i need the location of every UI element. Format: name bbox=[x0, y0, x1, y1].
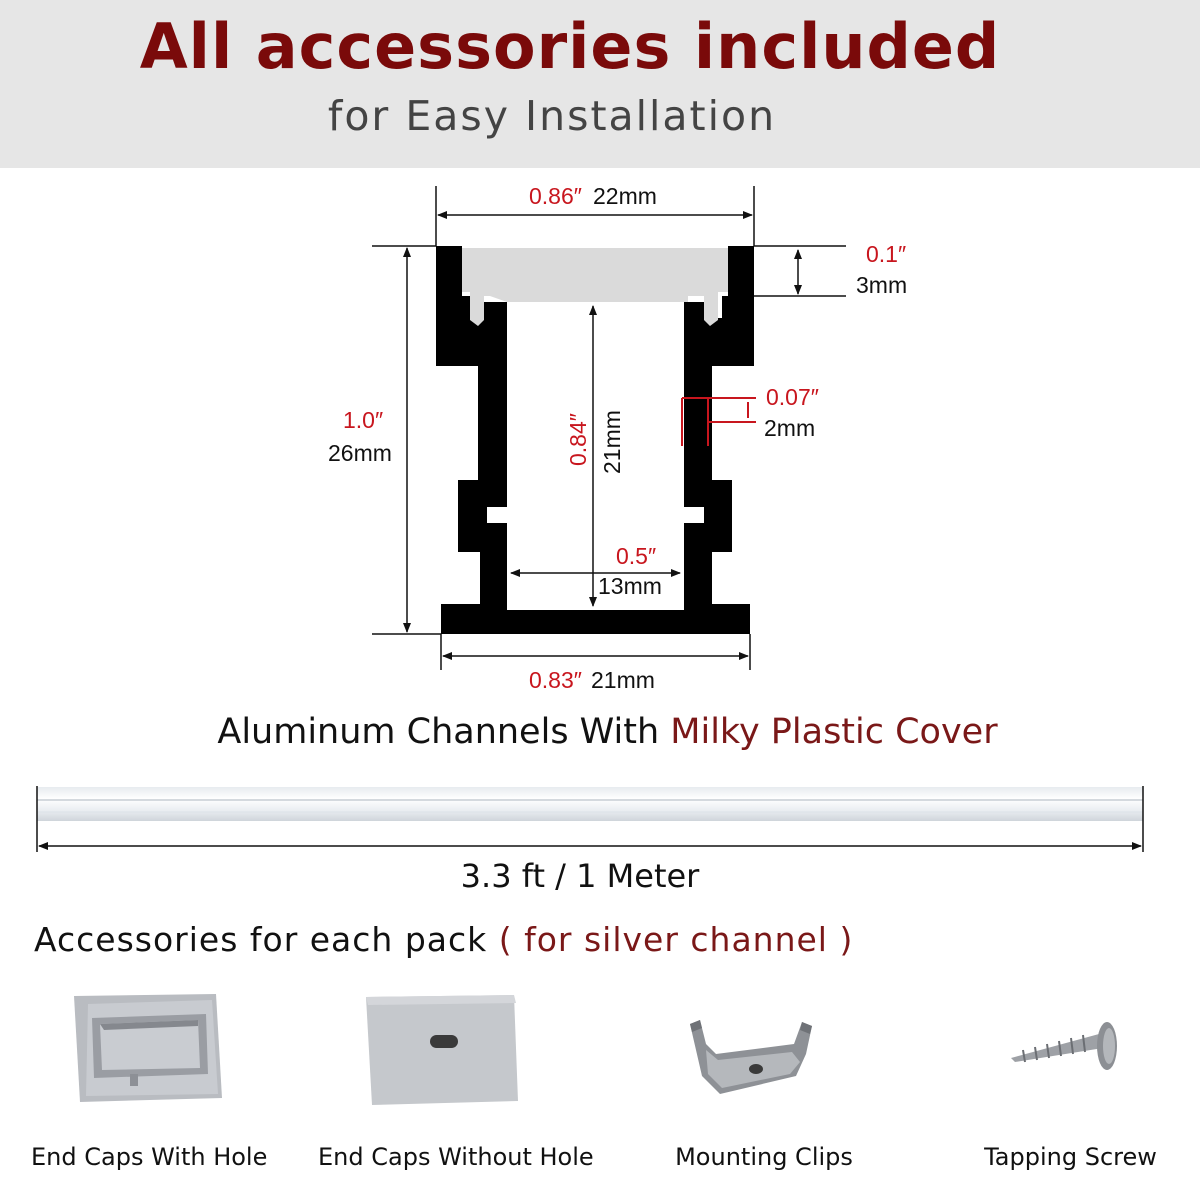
end-cap-with-hole-icon bbox=[74, 994, 222, 1102]
total-height-mm: 26mm bbox=[328, 440, 392, 466]
header-banner: All accessories included for Easy Instal… bbox=[0, 0, 1200, 168]
tapping-screw-icon bbox=[1011, 1022, 1117, 1070]
inner-width-inch: 0.5″ bbox=[616, 543, 656, 569]
accessory-label-4: Tapping Screw bbox=[984, 1143, 1157, 1171]
channel-bar-image bbox=[36, 786, 1144, 852]
milky-cover-shape bbox=[462, 248, 728, 326]
right-notch bbox=[684, 507, 704, 523]
accessory-label-3: Mounting Clips bbox=[675, 1143, 853, 1171]
inner-width-mm: 13mm bbox=[598, 573, 662, 599]
accessory-label-2: End Caps Without Hole bbox=[318, 1143, 594, 1171]
wall-thickness-mm: 2mm bbox=[764, 415, 815, 441]
page-subtitle: for Easy Installation bbox=[327, 92, 777, 140]
channel-caption-main: Aluminum Channels With bbox=[217, 712, 671, 752]
accessories-title-main: Accessories for each pack bbox=[34, 920, 499, 959]
extension-lines bbox=[372, 186, 846, 670]
channel-profile-shape bbox=[436, 246, 754, 634]
wall-thickness-marker bbox=[681, 397, 756, 446]
cover-thickness-mm: 3mm bbox=[856, 272, 907, 298]
top-width-inch: 0.86″ bbox=[529, 183, 582, 209]
end-cap-without-hole-icon bbox=[366, 995, 518, 1105]
accessories-title-accent: ( for silver channel ) bbox=[498, 920, 854, 959]
channel-caption: Aluminum Channels With Milky Plastic Cov… bbox=[0, 712, 1200, 752]
left-notch bbox=[487, 507, 507, 523]
page-title: All accessories included bbox=[139, 10, 1001, 83]
mounting-clip-icon bbox=[690, 1020, 812, 1094]
wall-thickness-inch: 0.07″ bbox=[766, 384, 819, 410]
channel-bar bbox=[37, 787, 1143, 821]
channel-length-label: 3.3 ft / 1 Meter bbox=[460, 857, 700, 895]
profile-diagram: 0.86″ 22mm 0.1″ 3mm 1.0″ 26mm 0.84″ 21mm… bbox=[328, 183, 907, 693]
accessory-label-1: End Caps With Hole bbox=[31, 1143, 268, 1171]
bottom-width-mm: 21mm bbox=[591, 667, 655, 693]
channel-caption-accent: Milky Plastic Cover bbox=[670, 712, 998, 752]
bottom-width-inch: 0.83″ bbox=[529, 667, 582, 693]
cover-thickness-inch: 0.1″ bbox=[866, 241, 906, 267]
inner-height-inch: 0.84″ bbox=[565, 413, 591, 466]
inner-height-mm: 21mm bbox=[599, 410, 625, 474]
accessories-title: Accessories for each pack ( for silver c… bbox=[34, 920, 853, 959]
top-width-mm: 22mm bbox=[593, 183, 657, 209]
total-height-inch: 1.0″ bbox=[343, 407, 383, 433]
